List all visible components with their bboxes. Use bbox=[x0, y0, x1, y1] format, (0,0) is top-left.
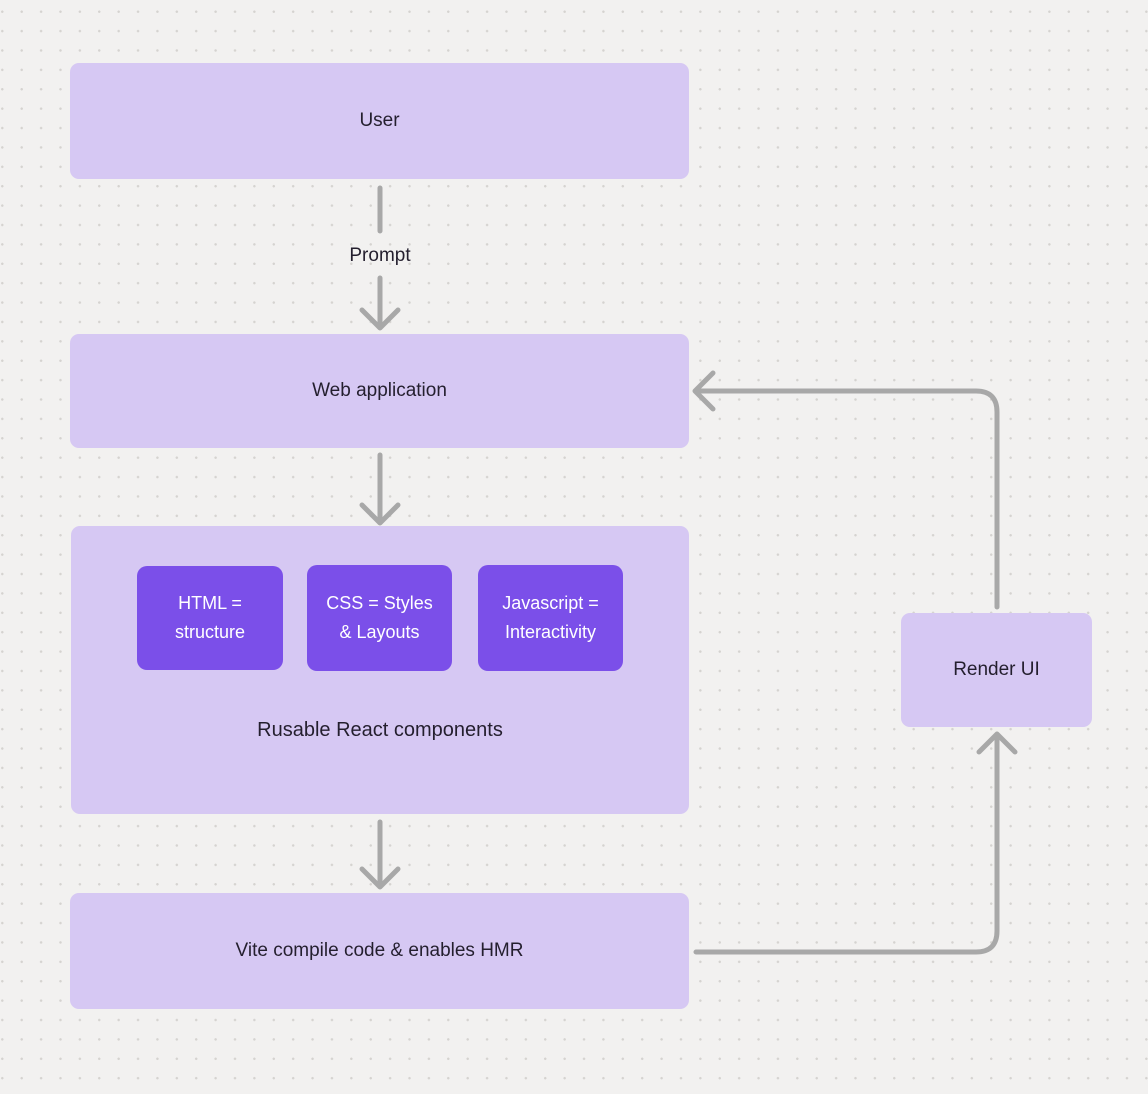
html-node[interactable]: HTML = structure bbox=[137, 566, 283, 670]
user-node-label: User bbox=[359, 110, 400, 131]
user-node[interactable]: User bbox=[70, 63, 689, 179]
css-node[interactable]: CSS = Styles & Layouts bbox=[307, 565, 452, 671]
edge-elbow-segment bbox=[693, 734, 1000, 955]
html-node-label-line2: structure bbox=[174, 622, 246, 642]
edge-vite-to-renderui bbox=[693, 731, 1018, 955]
edge-components-to-vite bbox=[359, 819, 401, 890]
components-group-node[interactable]: HTML = structure CSS = Styles & Layouts … bbox=[71, 526, 689, 814]
web-application-node-label: Web application bbox=[312, 380, 447, 401]
arrowhead-down-icon bbox=[359, 866, 401, 890]
javascript-node[interactable]: Javascript = Interactivity bbox=[478, 565, 623, 671]
arrowhead-up-icon bbox=[976, 731, 1018, 755]
web-application-node[interactable]: Web application bbox=[70, 334, 689, 448]
arrowhead-down-icon bbox=[359, 307, 401, 331]
render-ui-node-label: Render UI bbox=[953, 659, 1040, 680]
html-node-label-line1: HTML = bbox=[178, 593, 242, 613]
vite-node-label: Vite compile code & enables HMR bbox=[235, 940, 524, 961]
edge-elbow-segment bbox=[698, 388, 1000, 610]
javascript-node-label-line2: Interactivity bbox=[504, 622, 597, 642]
components-group-label: Rusable React components bbox=[257, 719, 503, 741]
edge-webapp-to-components bbox=[359, 452, 401, 526]
vite-node[interactable]: Vite compile code & enables HMR bbox=[70, 893, 689, 1009]
prompt-edge-label: Prompt bbox=[349, 245, 411, 266]
css-node-label-line2: & Layouts bbox=[339, 622, 420, 642]
render-ui-node[interactable]: Render UI bbox=[901, 613, 1092, 727]
arrowhead-down-icon bbox=[359, 502, 401, 526]
arrowhead-left-icon bbox=[692, 370, 716, 412]
edge-renderui-to-webapp bbox=[692, 370, 1000, 610]
javascript-node-label-line1: Javascript = bbox=[502, 593, 599, 613]
css-node-label-line1: CSS = Styles bbox=[326, 593, 433, 613]
